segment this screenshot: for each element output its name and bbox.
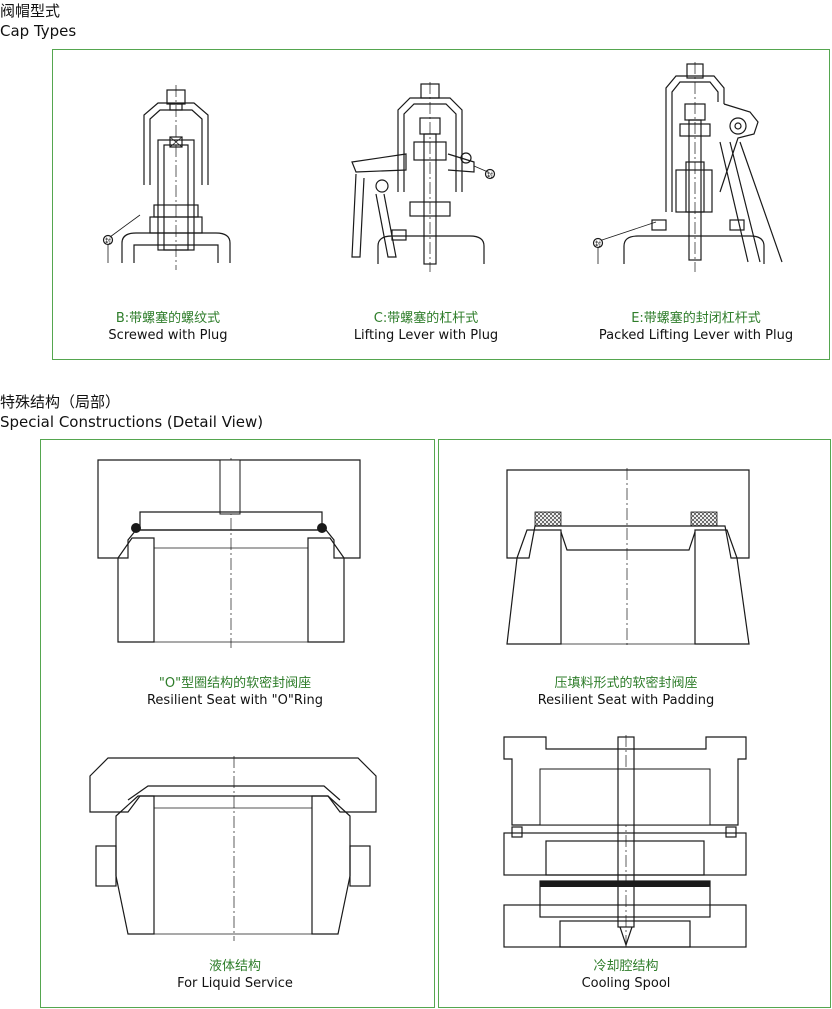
oring-caption-en: Resilient Seat with "O"Ring [146, 693, 323, 708]
cap-c-caption-en: Lifting Lever with Plug [353, 328, 499, 343]
padding-seat-drawing [505, 468, 755, 648]
cap-b-caption-en: Screwed with Plug [108, 328, 228, 343]
cooling-spool-drawing [500, 735, 750, 950]
plug-tag-e: 封 [595, 240, 601, 248]
special-frame-left [40, 439, 435, 1008]
oring-caption: "O"型圈结构的软密封阀座 Resilient Seat with "O"Rin… [110, 675, 360, 709]
padding-caption: 压填料形式的软密封阀座 Resilient Seat with Padding [506, 675, 746, 709]
cap-c-drawing: 封 [348, 82, 508, 272]
cooling-caption: 冷却腔结构 Cooling Spool [506, 958, 746, 992]
cap-e-drawing: 封 [590, 62, 800, 272]
oring-caption-cn: "O"型圈结构的软密封阀座 [158, 676, 312, 691]
cap-b-caption: B:带螺塞的螺纹式 Screwed with Plug [68, 310, 268, 344]
special-title-en: Special Constructions (Detail View) [0, 413, 264, 431]
cap-e-caption: E:带螺塞的封闭杠杆式 Packed Lifting Lever with Pl… [586, 310, 806, 344]
padding-caption-en: Resilient Seat with Padding [537, 693, 715, 708]
cap-types-title-en: Cap Types [0, 22, 77, 40]
plug-tag-c: 封 [487, 171, 493, 179]
special-title-cn: 特殊结构（局部） [0, 393, 121, 411]
cap-e-caption-en: Packed Lifting Lever with Plug [598, 328, 794, 343]
liquid-caption-cn: 液体结构 [208, 959, 261, 974]
liquid-service-drawing [88, 756, 378, 941]
cap-e-caption-cn: E:带螺塞的封闭杠杆式 [631, 311, 761, 326]
plug-tag-b: 封 [105, 237, 111, 245]
oring-seat-drawing [96, 458, 366, 648]
cap-c-caption: C:带螺塞的杠杆式 Lifting Lever with Plug [326, 310, 526, 344]
cap-b-caption-cn: B:带螺塞的螺纹式 [115, 311, 221, 326]
liquid-caption: 液体结构 For Liquid Service [110, 958, 360, 992]
cap-types-title-cn: 阀帽型式 [0, 2, 61, 20]
padding-caption-cn: 压填料形式的软密封阀座 [554, 676, 698, 691]
cap-b-drawing: 封 [100, 85, 250, 270]
cap-c-caption-cn: C:带螺塞的杠杆式 [373, 311, 479, 326]
cooling-caption-cn: 冷却腔结构 [593, 959, 659, 974]
liquid-caption-en: For Liquid Service [177, 976, 293, 991]
cooling-caption-en: Cooling Spool [581, 976, 671, 991]
